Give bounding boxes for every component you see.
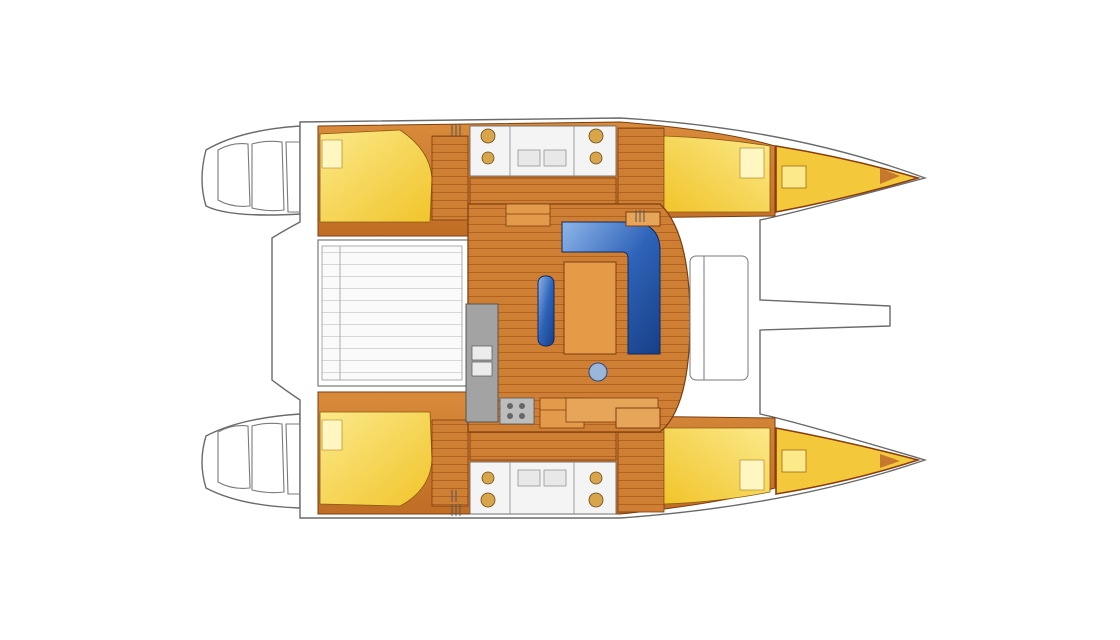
stern-steps-port [217,140,301,213]
starboard-hull-interior [317,391,921,516]
stern-steps-starboard [217,422,301,495]
cockpit [317,239,469,387]
forepeak-port [775,145,921,213]
stern-cabin-port [319,129,433,223]
winch-marks [451,210,645,502]
dinette [537,221,661,382]
galley [465,303,535,425]
forward-deck-detail [615,211,749,429]
forepeak-starboard [775,427,921,495]
